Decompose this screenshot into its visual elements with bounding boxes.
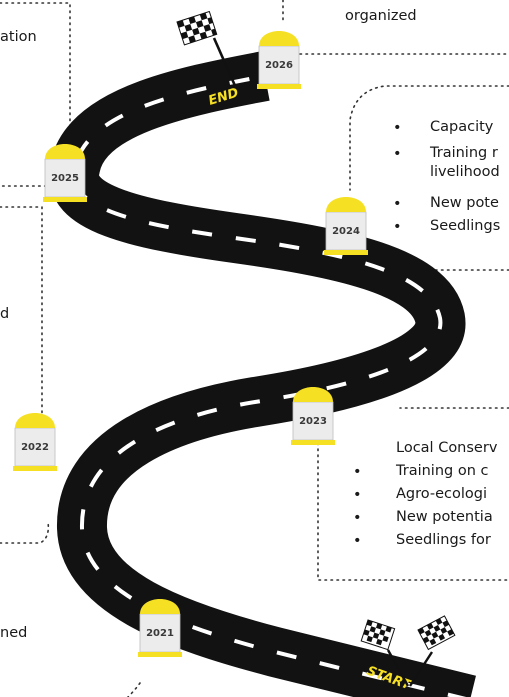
bullet: • bbox=[353, 510, 362, 526]
bullet: • bbox=[393, 120, 402, 136]
list-item: New pote bbox=[430, 195, 499, 211]
road bbox=[49, 51, 477, 697]
bullet: • bbox=[353, 487, 362, 503]
milestone-year-label: 2021 bbox=[146, 628, 174, 639]
list-item: Agro-ecologi bbox=[396, 486, 488, 502]
milestone-year-label: 2025 bbox=[51, 173, 79, 184]
bullet: • bbox=[393, 219, 402, 235]
bullet: • bbox=[353, 464, 362, 480]
milestone-year-label: 2024 bbox=[332, 226, 360, 237]
list-item: New potentia bbox=[396, 509, 493, 525]
text-organized: organized bbox=[345, 8, 417, 24]
milestone-2021: 2021 bbox=[138, 599, 182, 657]
list-item: Seedlings for bbox=[396, 532, 491, 548]
bullet: • bbox=[393, 196, 402, 212]
list-item: Training r bbox=[430, 145, 498, 161]
finish-flag-icon bbox=[176, 10, 238, 89]
text-d: d bbox=[0, 306, 10, 322]
list-item: Local Conserv bbox=[396, 440, 498, 456]
milestone-2025: 2025 bbox=[43, 144, 87, 202]
milestone-year-label: 2023 bbox=[299, 416, 327, 427]
milestone-2026: 2026 bbox=[257, 31, 301, 89]
milestone-year-label: 2026 bbox=[265, 60, 293, 71]
milestone-year-label: 2022 bbox=[21, 442, 49, 453]
list-item: Training on c bbox=[396, 463, 489, 479]
bullet: • bbox=[353, 533, 362, 549]
milestone-2022: 2022 bbox=[13, 413, 57, 471]
text-ned: ned bbox=[0, 625, 28, 641]
bullet: • bbox=[393, 146, 402, 162]
start-flags-icon bbox=[360, 615, 456, 687]
milestone-2024: 2024 bbox=[324, 197, 368, 255]
list-item: Seedlings bbox=[430, 218, 501, 234]
list-item: livelihood bbox=[430, 164, 500, 180]
text-ation: ation bbox=[0, 29, 37, 45]
milestone-2023: 2023 bbox=[291, 387, 335, 445]
list-item: Capacity bbox=[430, 119, 494, 135]
